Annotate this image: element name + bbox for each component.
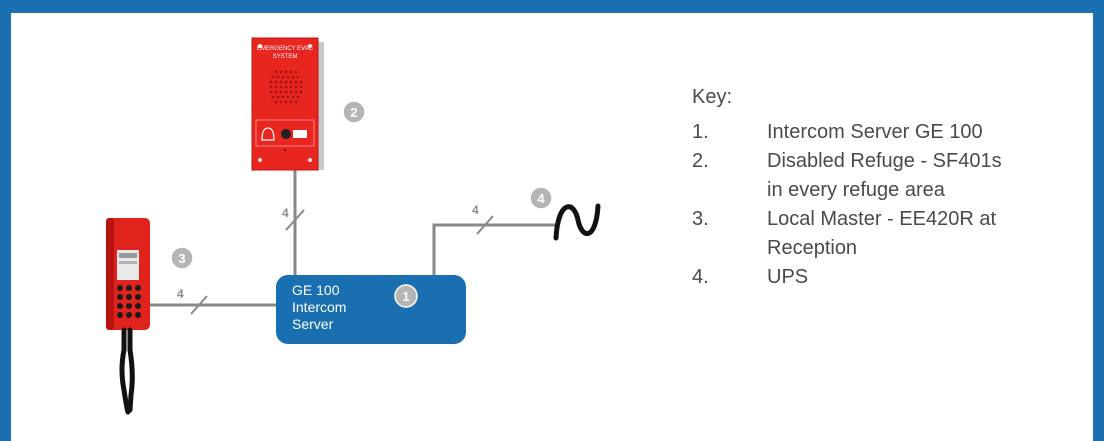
cable-slash-refuge — [285, 209, 305, 231]
key-item: 2. Disabled Refuge - SF401s in every ref… — [692, 147, 1067, 205]
ups-wave-icon — [553, 203, 601, 241]
server-label-line3: Server — [292, 316, 334, 332]
cable-server-to-ups — [432, 223, 555, 278]
key-item-number: 1. — [692, 121, 709, 143]
badge-refuge: 2 — [342, 100, 366, 124]
key-item-text: UPS — [767, 266, 809, 288]
badge-server: 1 — [394, 284, 418, 308]
key-legend: Key: 1. Intercom Server GE 100 2. Disabl… — [692, 83, 1067, 292]
server-label: GE 100 Intercom Server — [292, 282, 382, 333]
badge-master: 3 — [170, 246, 194, 270]
badge-refuge-number: 2 — [350, 105, 357, 120]
badge-server-number: 1 — [402, 289, 409, 304]
key-item-number: 4. — [692, 266, 709, 288]
key-item: 1. Intercom Server GE 100 — [692, 118, 1067, 147]
bell-icon — [261, 127, 275, 141]
speaker-grille-icon — [269, 70, 303, 104]
key-item: 3. Local Master - EE420R at Reception — [692, 205, 1067, 263]
badge-ups-number: 4 — [537, 191, 545, 206]
cable-count-refuge: 4 — [282, 206, 289, 220]
call-button — [281, 129, 291, 139]
server-box — [276, 275, 466, 344]
local-master-device — [106, 218, 150, 415]
key-title: Key: — [692, 86, 733, 108]
key-item-number: 3. — [692, 208, 709, 230]
key-item-text: Intercom Server GE 100 — [767, 121, 983, 143]
refuge-panel-device: EMERGENCY EVAC SYSTEM — [251, 37, 324, 171]
coiled-cord — [119, 327, 131, 415]
cable-count-ups: 4 — [472, 203, 479, 217]
badge-master-number: 3 — [178, 251, 185, 266]
badge-ups: 4 — [529, 186, 553, 210]
server-label-line2: Intercom — [292, 299, 347, 315]
key-item-number: 2. — [692, 150, 709, 172]
key-item-text: Local Master - EE420R at Reception — [767, 208, 996, 259]
panel-label-line2: SYSTEM — [273, 54, 298, 60]
cable-count-master: 4 — [177, 287, 184, 301]
cable-slash-ups — [476, 215, 494, 235]
panel-label-line1: EMERGENCY EVAC — [257, 46, 314, 52]
keypad-icon — [117, 285, 141, 318]
server-label-line1: GE 100 — [292, 282, 340, 298]
cable-slash-master — [190, 295, 208, 315]
key-item: 4. UPS — [692, 263, 1067, 292]
key-item-text: Disabled Refuge - SF401s in every refuge… — [767, 150, 1002, 201]
